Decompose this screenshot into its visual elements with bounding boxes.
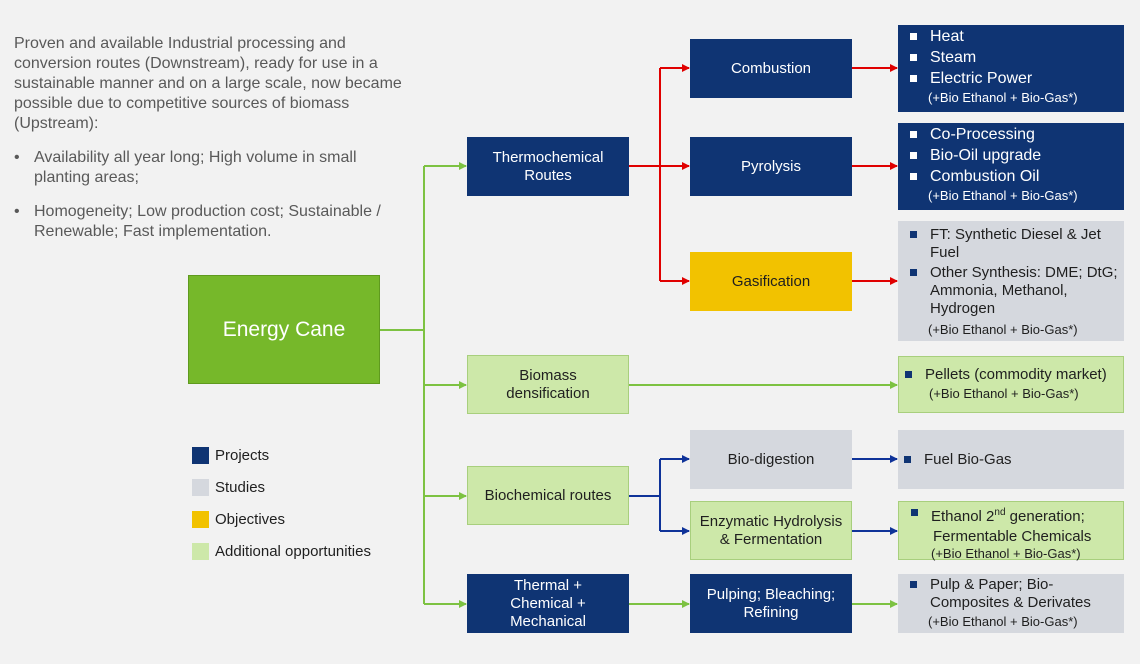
- output-item: Steam: [906, 49, 1118, 67]
- output-note: (+Bio Ethanol + Bio-Gas*): [931, 546, 1081, 561]
- pulping-output-box: Pulp & Paper; Bio-Composites & Derivates…: [898, 574, 1124, 633]
- output-note: (+Bio Ethanol + Bio-Gas*): [928, 614, 1078, 629]
- intro-bullet: Availability all year long; High volume …: [14, 148, 404, 188]
- combustion-node: Combustion: [690, 39, 852, 98]
- legend-swatch: [192, 510, 209, 528]
- biochemical-routes-node: Biochemical routes: [467, 466, 629, 525]
- output-note: (+Bio Ethanol + Bio-Gas*): [929, 386, 1079, 401]
- biodigestion-output-box: Fuel Bio-Gas: [898, 430, 1124, 489]
- combustion-output-box: Heat Steam Electric Power (+Bio Ethanol …: [898, 25, 1124, 112]
- pulping-node: Pulping; Bleaching; Refining: [690, 574, 852, 633]
- legend-item-additional: Additional opportunities: [192, 542, 371, 560]
- output-note: (+Bio Ethanol + Bio-Gas*): [928, 90, 1078, 105]
- intro-paragraph: Proven and available Industrial processi…: [14, 35, 402, 132]
- output-item: Pulp & Paper; Bio-Composites & Derivates: [906, 576, 1118, 612]
- output-item: FT: Synthetic Diesel & Jet Fuel: [906, 226, 1118, 262]
- bullet-square-icon: [910, 33, 917, 40]
- intro-text: Proven and available Industrial processi…: [14, 34, 404, 256]
- pyrolysis-node: Pyrolysis: [690, 137, 852, 196]
- bullet-square-icon: [904, 455, 911, 463]
- gasification-node: Gasification: [690, 252, 852, 311]
- bullet-square-icon: [910, 173, 917, 180]
- output-item-continued: Fermentable Chemicals: [933, 528, 1092, 545]
- intro-bullets: Availability all year long; High volume …: [14, 148, 404, 242]
- output-item: Co-Processing: [906, 126, 1118, 144]
- legend-item-studies: Studies: [192, 478, 371, 496]
- thermal-label: Thermal + Chemical + Mechanical: [510, 576, 586, 630]
- legend-swatch: [192, 478, 209, 496]
- legend-item-projects: Projects: [192, 446, 371, 464]
- output-note: (+Bio Ethanol + Bio-Gas*): [928, 188, 1078, 203]
- bullet-square-icon: [910, 581, 917, 588]
- bullet-square-icon: [910, 54, 917, 61]
- output-item: Electric Power: [906, 70, 1118, 88]
- pyrolysis-output-box: Co-Processing Bio-Oil upgrade Combustion…: [898, 123, 1124, 210]
- enzymatic-output-box: Ethanol 2nd generation; Fermentable Chem…: [898, 501, 1124, 561]
- output-item: Pellets (commodity market): [901, 366, 1117, 384]
- biomass-densification-node: Biomass densification: [467, 355, 629, 414]
- bullet-square-icon: [910, 231, 917, 238]
- intro-bullet: Homogeneity; Low production cost; Sustai…: [14, 202, 404, 242]
- legend-item-objectives: Objectives: [192, 510, 371, 528]
- bullet-square-icon: [910, 131, 917, 138]
- bullet-square-icon: [910, 269, 917, 276]
- output-item: Ethanol 2nd generation;: [907, 504, 1117, 526]
- bullet-square-icon: [910, 75, 917, 82]
- thermochemical-routes-node: Thermochemical Routes: [467, 137, 629, 196]
- legend-swatch: [192, 446, 209, 464]
- thermal-chemical-mechanical-node: Thermal + Chemical + Mechanical: [467, 574, 629, 633]
- output-note: (+Bio Ethanol + Bio-Gas*): [928, 322, 1078, 337]
- output-item: Fuel Bio-Gas: [900, 451, 1012, 469]
- bullet-square-icon: [911, 509, 918, 516]
- legend: Projects Studies Objectives Additional o…: [192, 446, 371, 574]
- biomass-output-box: Pellets (commodity market) (+Bio Ethanol…: [898, 356, 1124, 413]
- bullet-square-icon: [905, 371, 912, 378]
- bio-digestion-node: Bio-digestion: [690, 430, 852, 489]
- gasification-output-box: FT: Synthetic Diesel & Jet Fuel Other Sy…: [898, 221, 1124, 341]
- enzymatic-hydrolysis-node: Enzymatic Hydrolysis & Fermentation: [690, 501, 852, 560]
- output-item: Bio-Oil upgrade: [906, 147, 1118, 165]
- output-item: Heat: [906, 28, 1118, 46]
- energy-cane-node: Energy Cane: [188, 275, 380, 384]
- bullet-square-icon: [910, 152, 917, 159]
- legend-swatch: [192, 542, 209, 560]
- output-item: Combustion Oil: [906, 168, 1118, 186]
- output-item: Other Synthesis: DME; DtG; Ammonia, Meth…: [906, 264, 1118, 318]
